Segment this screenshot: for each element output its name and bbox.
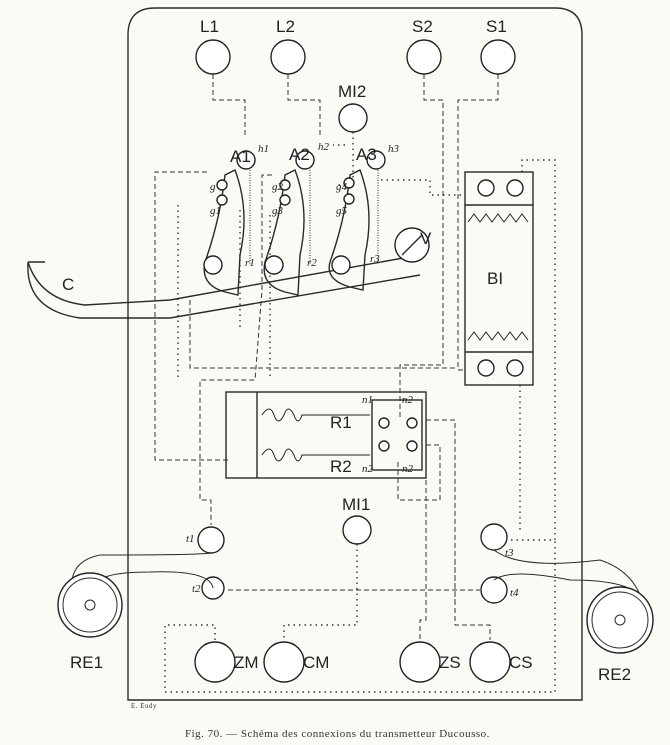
- label-cm: CM: [303, 653, 329, 672]
- label-cs: CS: [509, 653, 533, 672]
- board-outline: [127, 7, 583, 701]
- label-n1: n1: [362, 394, 373, 406]
- label-s1: S1: [486, 17, 507, 36]
- label-g2: g2: [272, 181, 284, 193]
- lever-a2[interactable]: [263, 150, 315, 296]
- reels: RE1 RE2: [57, 549, 654, 684]
- label-r2: r2: [307, 257, 317, 269]
- label-g4: g4: [336, 181, 348, 193]
- terminal-t1[interactable]: [197, 526, 225, 554]
- label-l1: L1: [200, 17, 219, 36]
- lever-a1[interactable]: [203, 150, 256, 296]
- label-g3: g3: [272, 205, 284, 217]
- wiring: [154, 74, 556, 693]
- label-r1: r1: [245, 257, 255, 269]
- label-zm: ZM: [234, 653, 259, 672]
- terminal-l2[interactable]: [270, 39, 306, 75]
- label-a3: A3: [356, 145, 377, 164]
- label-re2: RE2: [598, 665, 631, 684]
- label-a2: A2: [289, 145, 310, 164]
- label-mi1: MI1: [342, 495, 370, 514]
- label-t3: t3: [505, 547, 514, 559]
- label-g5: g5: [336, 205, 348, 217]
- terminal-mi2[interactable]: [338, 103, 368, 133]
- reel-re1[interactable]: [57, 572, 123, 638]
- label-l2: L2: [276, 17, 295, 36]
- label-r3: r3: [370, 253, 380, 265]
- terminal-s1[interactable]: [480, 39, 516, 75]
- label-h2: h2: [318, 141, 330, 153]
- terminal-l1[interactable]: [195, 39, 231, 75]
- label-n2c: n2: [402, 463, 414, 475]
- lever-a3[interactable]: [328, 150, 386, 291]
- figure-caption: Fig. 70. — Schéma des connexions du tran…: [185, 728, 490, 740]
- terminal-zs[interactable]: [399, 641, 441, 683]
- bottom-terminals: ZM CM ZS CS: [194, 641, 533, 683]
- levers: A1 A2 A3 h1 h2 h3 g g1 g2 g3 g4 g5 r1 r2…: [203, 141, 400, 296]
- label-r2-coil: R2: [330, 457, 352, 476]
- label-h1: h1: [258, 143, 269, 155]
- terminal-cs[interactable]: [469, 641, 511, 683]
- terminal-zm[interactable]: [194, 641, 236, 683]
- terminal-cm[interactable]: [263, 641, 305, 683]
- label-g1: g1: [210, 205, 221, 217]
- label-t1: t1: [186, 533, 195, 545]
- engraver-signature: E. Eudy: [131, 702, 157, 710]
- label-n2b: n2: [362, 463, 374, 475]
- label-g: g: [210, 181, 216, 193]
- top-terminals: L1 L2 S2 S1: [195, 17, 516, 75]
- label-t2: t2: [192, 583, 201, 595]
- label-n2a: n2: [402, 394, 414, 406]
- label-a1: A1: [230, 147, 251, 166]
- terminal-s2[interactable]: [406, 39, 442, 75]
- terminal-mi1[interactable]: [342, 515, 372, 545]
- label-t4: t4: [510, 587, 519, 599]
- terminal-t3[interactable]: [480, 523, 508, 551]
- label-mi2: MI2: [338, 82, 366, 101]
- label-c: C: [62, 275, 74, 294]
- relay-block: R1 R2 n1 n2 n2 n2: [225, 391, 427, 479]
- bi-block: BI: [464, 171, 534, 386]
- label-zs: ZS: [439, 653, 461, 672]
- label-re1: RE1: [70, 653, 103, 672]
- terminal-t4[interactable]: [480, 576, 508, 604]
- label-h3: h3: [388, 143, 400, 155]
- label-r1-coil: R1: [330, 413, 352, 432]
- label-v: V: [420, 229, 432, 248]
- label-bi: BI: [487, 269, 503, 288]
- crank-c: [27, 254, 421, 319]
- reel-re2[interactable]: [586, 586, 654, 654]
- label-s2: S2: [412, 17, 433, 36]
